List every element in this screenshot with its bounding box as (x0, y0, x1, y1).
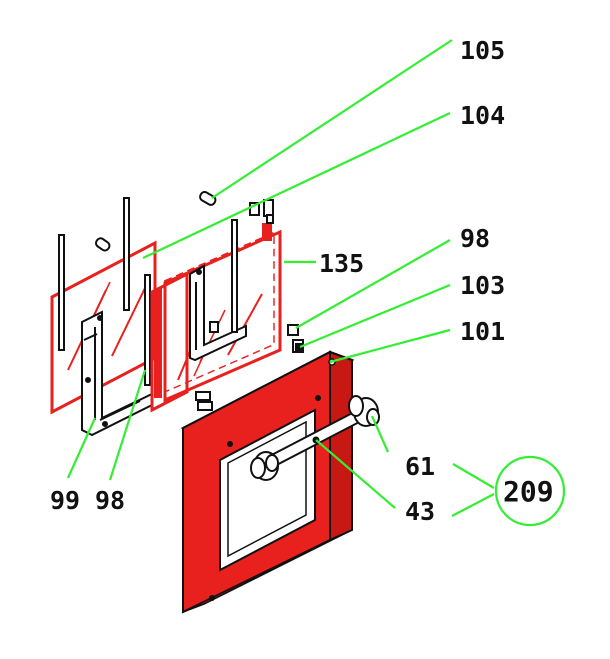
label-99: 99 (50, 486, 80, 515)
leader-lines (66, 39, 566, 527)
label-98-top: 98 (460, 224, 490, 253)
label-43: 43 (405, 497, 435, 526)
label-101: 101 (460, 317, 505, 346)
label-103: 103 (460, 271, 505, 300)
left-rods (58, 197, 151, 386)
label-105: 105 (460, 36, 505, 65)
label-135: 135 (319, 249, 364, 278)
small-clips (195, 199, 274, 411)
label-104: 104 (460, 101, 505, 130)
middle-frame-bracket (189, 219, 247, 362)
left-frame-bracket (81, 310, 153, 437)
pin-left (94, 237, 111, 252)
label-209: 209 (503, 475, 554, 508)
clip-98-103 (287, 324, 304, 353)
door-frame (180, 350, 355, 614)
label-61: 61 (405, 452, 435, 481)
middle-glass-panels (150, 223, 282, 413)
label-98-bottom: 98 (95, 486, 125, 515)
door-handle (250, 395, 380, 481)
pin-105 (199, 191, 217, 206)
